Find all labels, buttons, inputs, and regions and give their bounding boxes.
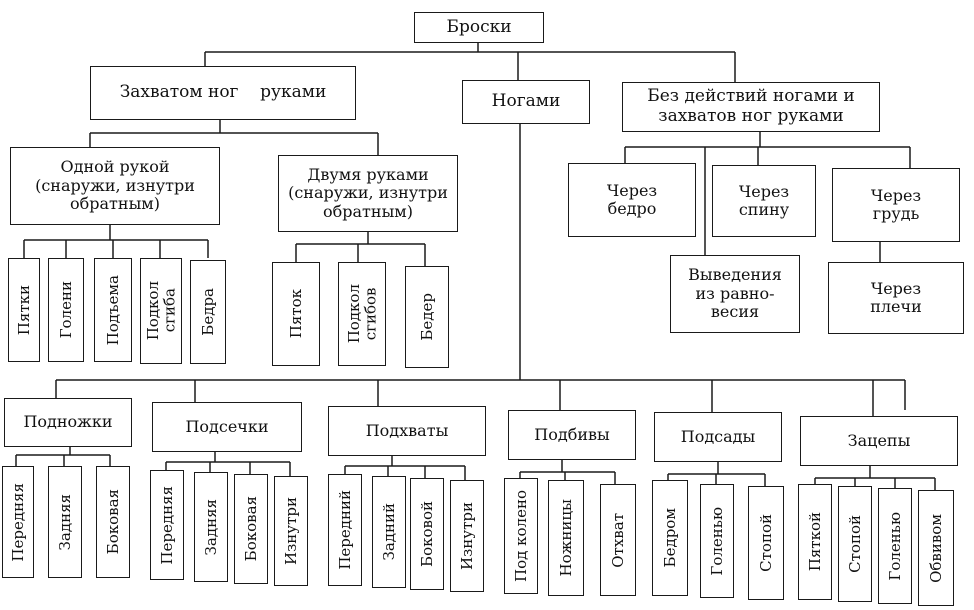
two-hands-item-label: Пяток	[286, 289, 305, 339]
leg-item: Передний	[328, 474, 362, 586]
one-hand-item-label: Пятки	[14, 284, 33, 336]
through-shoulder-box: Через плечи	[828, 262, 964, 334]
leg-item-label: Изнутри	[457, 502, 476, 570]
leg-group-label: Подножки	[23, 412, 113, 432]
leg-item-label: Изнутри	[281, 497, 300, 565]
leg-item: Задний	[372, 476, 406, 588]
leg-item-label: Обвивом	[926, 513, 945, 583]
leg-item: Боковая	[96, 466, 130, 578]
one-hand-item: Подкол сгиба	[140, 258, 182, 364]
root-label: Броски	[446, 16, 512, 37]
leg-group-box: Подбивы	[508, 410, 636, 460]
two-hands-item-label: Подкол сгибов	[344, 284, 380, 344]
two-hands-label: Двумя руками (снаружи, изнутри обратным)	[288, 164, 448, 221]
leg-item: Бедром	[652, 480, 688, 596]
leg-item: Стопой	[838, 486, 872, 602]
one-hand-item: Бедра	[190, 260, 226, 364]
leg-item: Изнутри	[274, 476, 308, 586]
no-legs-label: Без действий ногами и захватов ног рукам…	[647, 86, 855, 126]
through-shoulder-label: Через плечи	[870, 278, 922, 316]
legs-box: Ногами	[462, 80, 590, 124]
leg-item: Задняя	[48, 466, 82, 578]
leg-item-label: Боковой	[417, 501, 436, 567]
leg-item: Передняя	[150, 470, 184, 580]
leg-item-label: Передняя	[157, 485, 176, 565]
leg-item-label: Задняя	[201, 498, 220, 556]
one-hand-item-label: Бедра	[198, 288, 217, 336]
leg-item-label: Голенью	[885, 511, 904, 581]
one-hand-item-label: Подъема	[103, 274, 122, 346]
through-back-label: Через спину	[738, 181, 790, 219]
off-balance-label: Выведения из равно- весия	[688, 265, 782, 322]
leg-group-box: Подхваты	[328, 406, 486, 456]
hands-grip-box: Захватом ног руками	[90, 66, 356, 120]
two-hands-box: Двумя руками (снаружи, изнутри обратным)	[278, 155, 458, 232]
leg-item-label: Голенью	[707, 506, 726, 576]
leg-item-label: Задний	[379, 503, 398, 561]
leg-item-label: Боковая	[241, 496, 260, 562]
leg-group-box: Подсады	[654, 412, 782, 462]
leg-item-label: Отхват	[608, 512, 627, 568]
leg-item-label: Задняя	[55, 493, 74, 551]
leg-item-label: Под колено	[511, 490, 530, 582]
through-chest-label: Через грудь	[870, 185, 922, 223]
leg-item-label: Бедром	[660, 508, 679, 568]
leg-item: Под колено	[504, 478, 538, 594]
two-hands-item: Пяток	[272, 262, 320, 366]
root-box: Броски	[414, 12, 544, 43]
one-hand-item: Голени	[48, 258, 84, 362]
one-hand-box: Одной рукой (снаружи, изнутри обратным)	[10, 147, 220, 225]
leg-item-label: Ножницы	[556, 499, 575, 577]
hands-grip-label: Захватом ног руками	[119, 82, 327, 103]
two-hands-item-label: Бедер	[417, 293, 436, 341]
leg-item: Обвивом	[918, 490, 954, 606]
leg-item: Боковой	[410, 478, 444, 590]
leg-group-label: Подсечки	[185, 416, 269, 436]
leg-item-label: Пяткой	[805, 512, 824, 572]
leg-group-box: Подножки	[4, 398, 132, 447]
one-hand-item-label: Голени	[56, 281, 75, 339]
one-hand-item-label: Подкол сгиба	[143, 281, 179, 341]
leg-item-label: Стопой	[845, 515, 864, 573]
leg-item: Голенью	[700, 484, 734, 598]
leg-item-label: Передний	[335, 490, 354, 570]
leg-group-label: Подсады	[680, 426, 756, 446]
leg-item: Задняя	[194, 472, 228, 582]
no-legs-box: Без действий ногами и захватов ног рукам…	[622, 82, 880, 132]
leg-group-box: Подсечки	[152, 402, 302, 452]
two-hands-item: Бедер	[405, 266, 449, 368]
through-chest-box: Через грудь	[832, 168, 960, 242]
leg-item: Боковая	[234, 474, 268, 584]
leg-item-label: Передняя	[8, 482, 27, 562]
off-balance-box: Выведения из равно- весия	[670, 255, 800, 333]
leg-item-label: Боковая	[103, 489, 122, 555]
leg-item: Голенью	[878, 488, 912, 604]
legs-label: Ногами	[491, 91, 561, 112]
leg-item: Изнутри	[450, 480, 484, 592]
one-hand-item: Подъема	[94, 258, 132, 362]
one-hand-label: Одной рукой (снаружи, изнутри обратным)	[35, 157, 195, 214]
through-thigh-label: Через бедро	[606, 180, 658, 218]
one-hand-item: Пятки	[8, 258, 40, 362]
leg-item: Пяткой	[798, 484, 832, 600]
leg-group-label: Зацепы	[847, 430, 911, 450]
leg-group-box: Зацепы	[800, 416, 958, 466]
leg-item: Стопой	[748, 486, 784, 600]
leg-group-label: Подбивы	[534, 424, 610, 444]
leg-item: Отхват	[600, 484, 636, 596]
through-back-box: Через спину	[712, 165, 816, 237]
through-thigh-box: Через бедро	[568, 163, 696, 237]
leg-item: Передняя	[2, 466, 34, 578]
two-hands-item: Подкол сгибов	[338, 262, 386, 366]
leg-group-label: Подхваты	[365, 420, 449, 440]
leg-item: Ножницы	[548, 480, 584, 596]
leg-item-label: Стопой	[756, 514, 775, 572]
